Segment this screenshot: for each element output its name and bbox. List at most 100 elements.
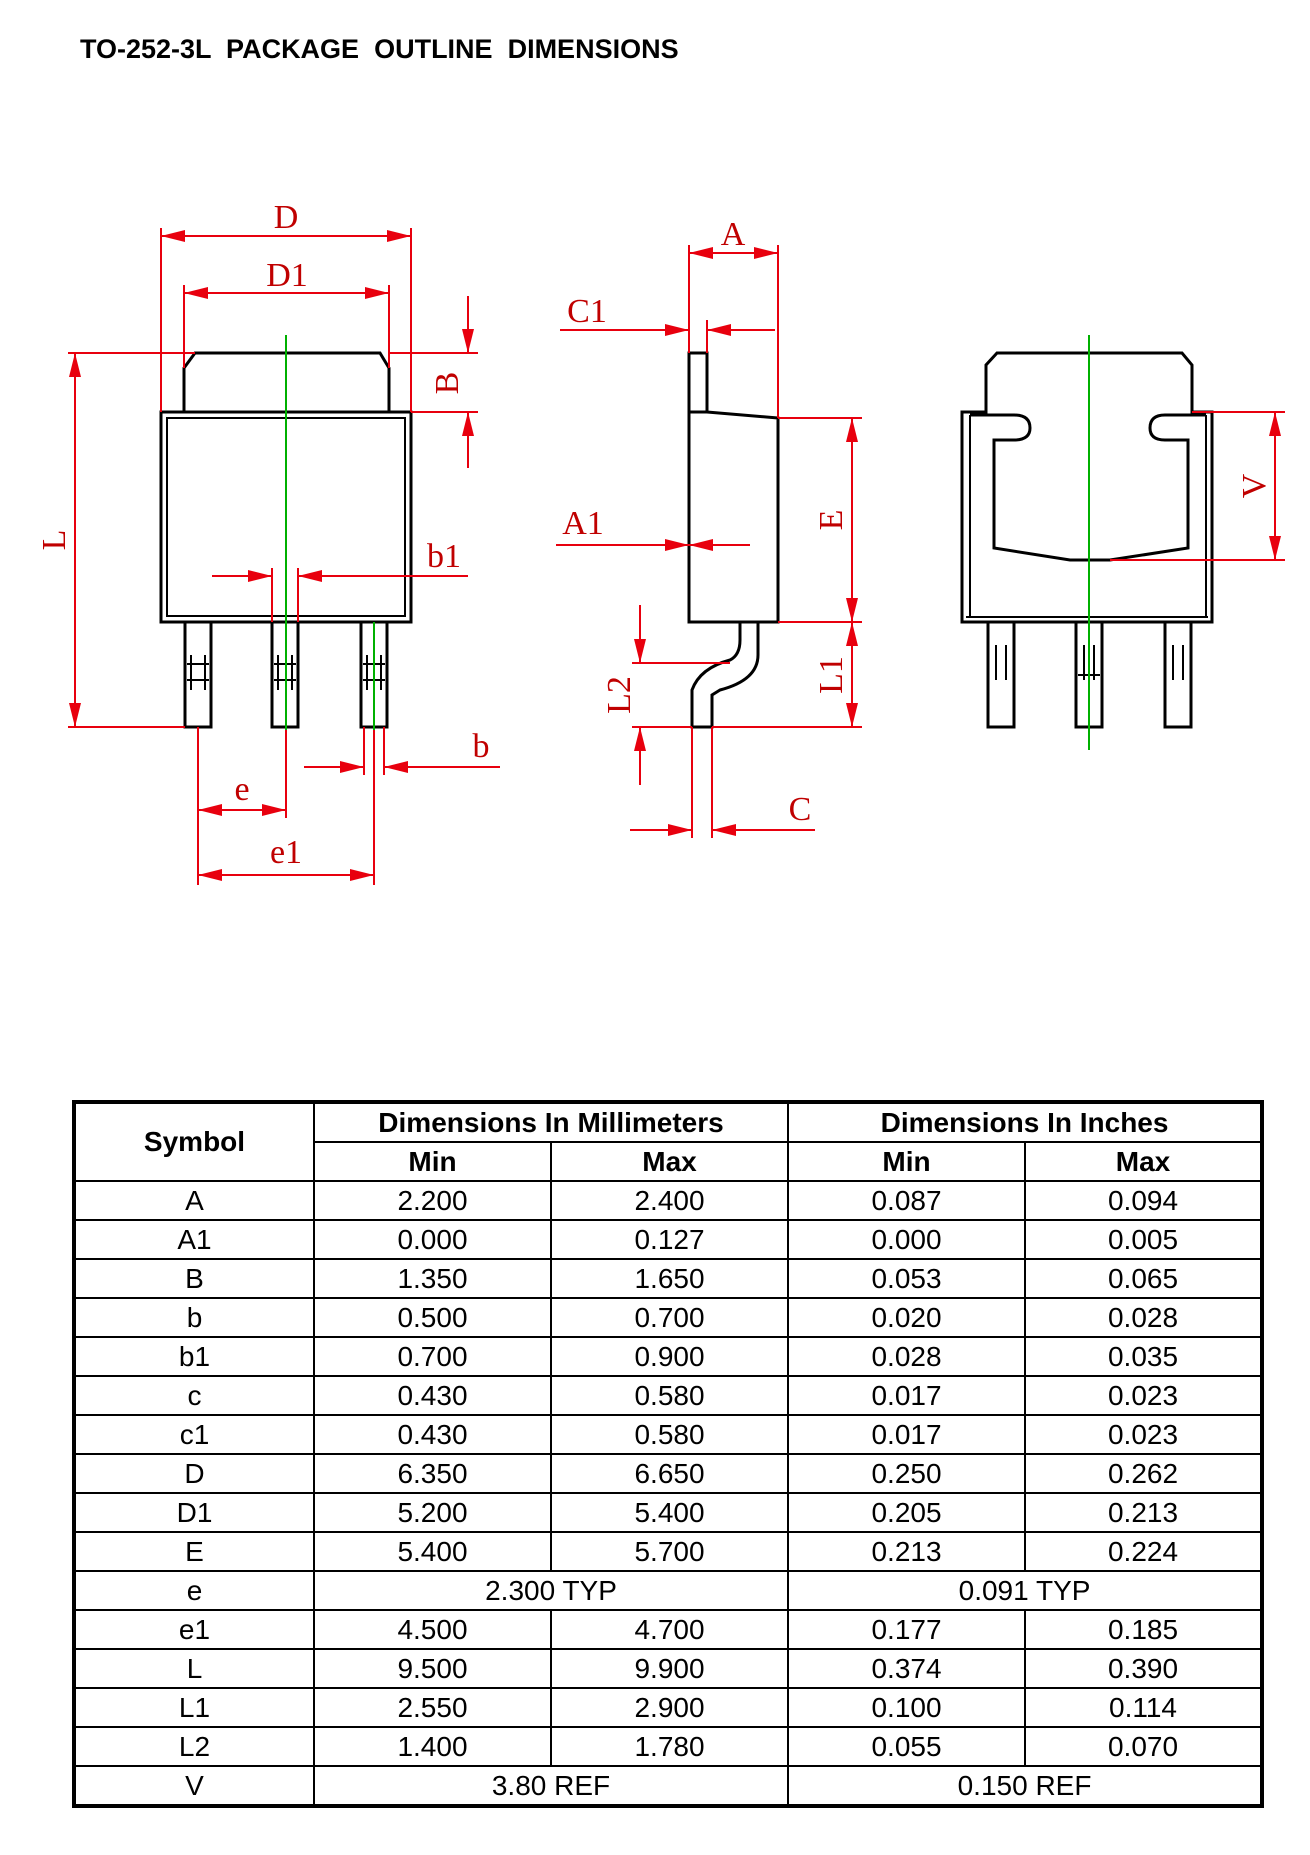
inch-min-cell: 0.250 (787, 1453, 1027, 1494)
mm-max-cell: 2.900 (549, 1687, 790, 1728)
table-row: V 3.80 REF 0.150 REF (73, 1765, 1264, 1807)
symbol-cell: D (73, 1453, 315, 1494)
mm-max-cell: 5.700 (549, 1531, 790, 1572)
inch-min-cell: 0.213 (787, 1531, 1027, 1572)
table-row: L1 2.550 2.900 0.100 0.114 (73, 1687, 1264, 1728)
label-E: E (813, 510, 850, 531)
mm-max-cell: 2.400 (549, 1180, 790, 1221)
inch-max-cell: 0.224 (1024, 1531, 1264, 1572)
bottom-view: V (960, 335, 1285, 750)
bottom-lead-left (986, 620, 1016, 729)
symbol-cell: L (73, 1648, 315, 1689)
side-lead (690, 620, 760, 729)
label-D: D (274, 199, 299, 236)
side-tab (687, 351, 709, 414)
mm-min-cell: 2.550 (313, 1687, 552, 1728)
inch-ref-cell: 0.150 REF (787, 1765, 1264, 1807)
inch-max-cell: 0.114 (1024, 1687, 1264, 1728)
label-e: e (234, 771, 249, 808)
mm-min-cell: 9.500 (313, 1648, 552, 1689)
mm-max-cell: 0.580 (549, 1375, 790, 1416)
label-b1: b1 (427, 538, 461, 575)
mm-min-cell: 0.500 (313, 1297, 552, 1338)
mm-min-cell: 0.700 (313, 1336, 552, 1377)
inch-min-cell: 0.028 (787, 1336, 1027, 1377)
symbol-cell: V (73, 1765, 315, 1807)
table-row: D 6.350 6.650 0.250 0.262 (73, 1453, 1264, 1494)
inch-max-cell: 0.023 (1024, 1414, 1264, 1455)
table-subheader-row: Min Max Min Max (74, 1141, 1264, 1182)
mm-min-cell: 0.430 (313, 1414, 552, 1455)
label-D1: D1 (266, 257, 308, 294)
bottom-lead-right (1163, 620, 1193, 729)
symbol-cell: D1 (73, 1492, 315, 1533)
label-e1: e1 (270, 834, 302, 871)
inch-min-cell: 0.177 (787, 1609, 1027, 1650)
inch-min-cell: 0.017 (787, 1375, 1027, 1416)
inch-max-cell: 0.065 (1024, 1258, 1264, 1299)
symbol-cell: L2 (73, 1726, 315, 1767)
table-row: D1 5.200 5.400 0.205 0.213 (73, 1492, 1264, 1533)
mm-min-cell: 5.400 (313, 1531, 552, 1572)
symbol-header: Symbol (73, 1101, 315, 1182)
symbol-cell: e (73, 1570, 315, 1611)
table-row: b 0.500 0.700 0.020 0.028 (73, 1297, 1264, 1338)
inch-max-cell: 0.035 (1024, 1336, 1264, 1377)
mm-max-cell: 1.780 (549, 1726, 790, 1767)
mm-max-cell: 0.580 (549, 1414, 790, 1455)
inch-header: Dimensions In Inches (787, 1101, 1264, 1143)
inch-max-cell: 0.023 (1024, 1375, 1264, 1416)
inch-max-header: Max (1024, 1141, 1264, 1182)
inch-min-cell: 0.100 (787, 1687, 1027, 1728)
mm-typ-cell: 2.300 TYP (312, 1570, 790, 1611)
inch-max-cell: 0.094 (1024, 1180, 1264, 1221)
inch-max-cell: 0.005 (1024, 1219, 1264, 1260)
label-V: V (1236, 473, 1273, 498)
label-C: C (789, 791, 812, 828)
symbol-cell: c1 (73, 1414, 315, 1455)
mm-min-cell: 5.200 (313, 1492, 552, 1533)
symbol-cell: c (73, 1375, 315, 1416)
mm-min-cell: 1.350 (313, 1258, 552, 1299)
inch-max-cell: 0.262 (1024, 1453, 1264, 1494)
package-outline-drawing: D D1 B L (36, 199, 1285, 885)
table-row: B 1.350 1.650 0.053 0.065 (73, 1258, 1264, 1299)
table-row: c1 0.430 0.580 0.017 0.023 (73, 1414, 1264, 1455)
table-row: E 5.400 5.700 0.213 0.224 (73, 1531, 1264, 1572)
inch-min-cell: 0.020 (787, 1297, 1027, 1338)
label-A1: A1 (562, 505, 604, 542)
inch-max-cell: 0.028 (1024, 1297, 1264, 1338)
symbol-cell: A (73, 1180, 315, 1221)
dimensions-table: Symbol Dimensions In Millimeters Dimensi… (72, 1100, 1265, 1808)
mm-max-cell: 6.650 (549, 1453, 790, 1494)
label-C1: C1 (567, 293, 607, 330)
front-view: D D1 B L (36, 199, 500, 885)
inch-max-cell: 0.070 (1024, 1726, 1264, 1767)
inch-min-cell: 0.087 (787, 1180, 1027, 1221)
table-row: e 2.300 TYP 0.091 TYP (73, 1570, 1264, 1611)
inch-min-cell: 0.000 (787, 1219, 1027, 1260)
table-row: c 0.430 0.580 0.017 0.023 (73, 1375, 1264, 1416)
table-row: e1 4.500 4.700 0.177 0.185 (73, 1609, 1264, 1650)
table-row: L 9.500 9.900 0.374 0.390 (73, 1648, 1264, 1689)
inch-max-cell: 0.213 (1024, 1492, 1264, 1533)
mm-header: Dimensions In Millimeters (312, 1101, 790, 1143)
side-view: A C1 A1 E (556, 216, 862, 838)
inch-min-cell: 0.374 (787, 1648, 1027, 1689)
mm-min-cell: 1.400 (313, 1726, 552, 1767)
symbol-cell: L1 (73, 1687, 315, 1728)
label-A: A (721, 216, 746, 253)
symbol-cell: b (73, 1297, 315, 1338)
label-L1: L1 (813, 656, 850, 694)
symbol-cell: B (73, 1258, 315, 1299)
inch-max-cell: 0.185 (1024, 1609, 1264, 1650)
mm-max-cell: 9.900 (549, 1648, 790, 1689)
mm-min-cell: 0.000 (313, 1219, 552, 1260)
mm-min-cell: 6.350 (313, 1453, 552, 1494)
inch-min-cell: 0.017 (787, 1414, 1027, 1455)
inch-min-cell: 0.053 (787, 1258, 1027, 1299)
mm-min-cell: 4.500 (313, 1609, 552, 1650)
side-body (687, 410, 780, 624)
table-row: A 2.200 2.400 0.087 0.094 (73, 1180, 1264, 1221)
mm-max-cell: 1.650 (549, 1258, 790, 1299)
